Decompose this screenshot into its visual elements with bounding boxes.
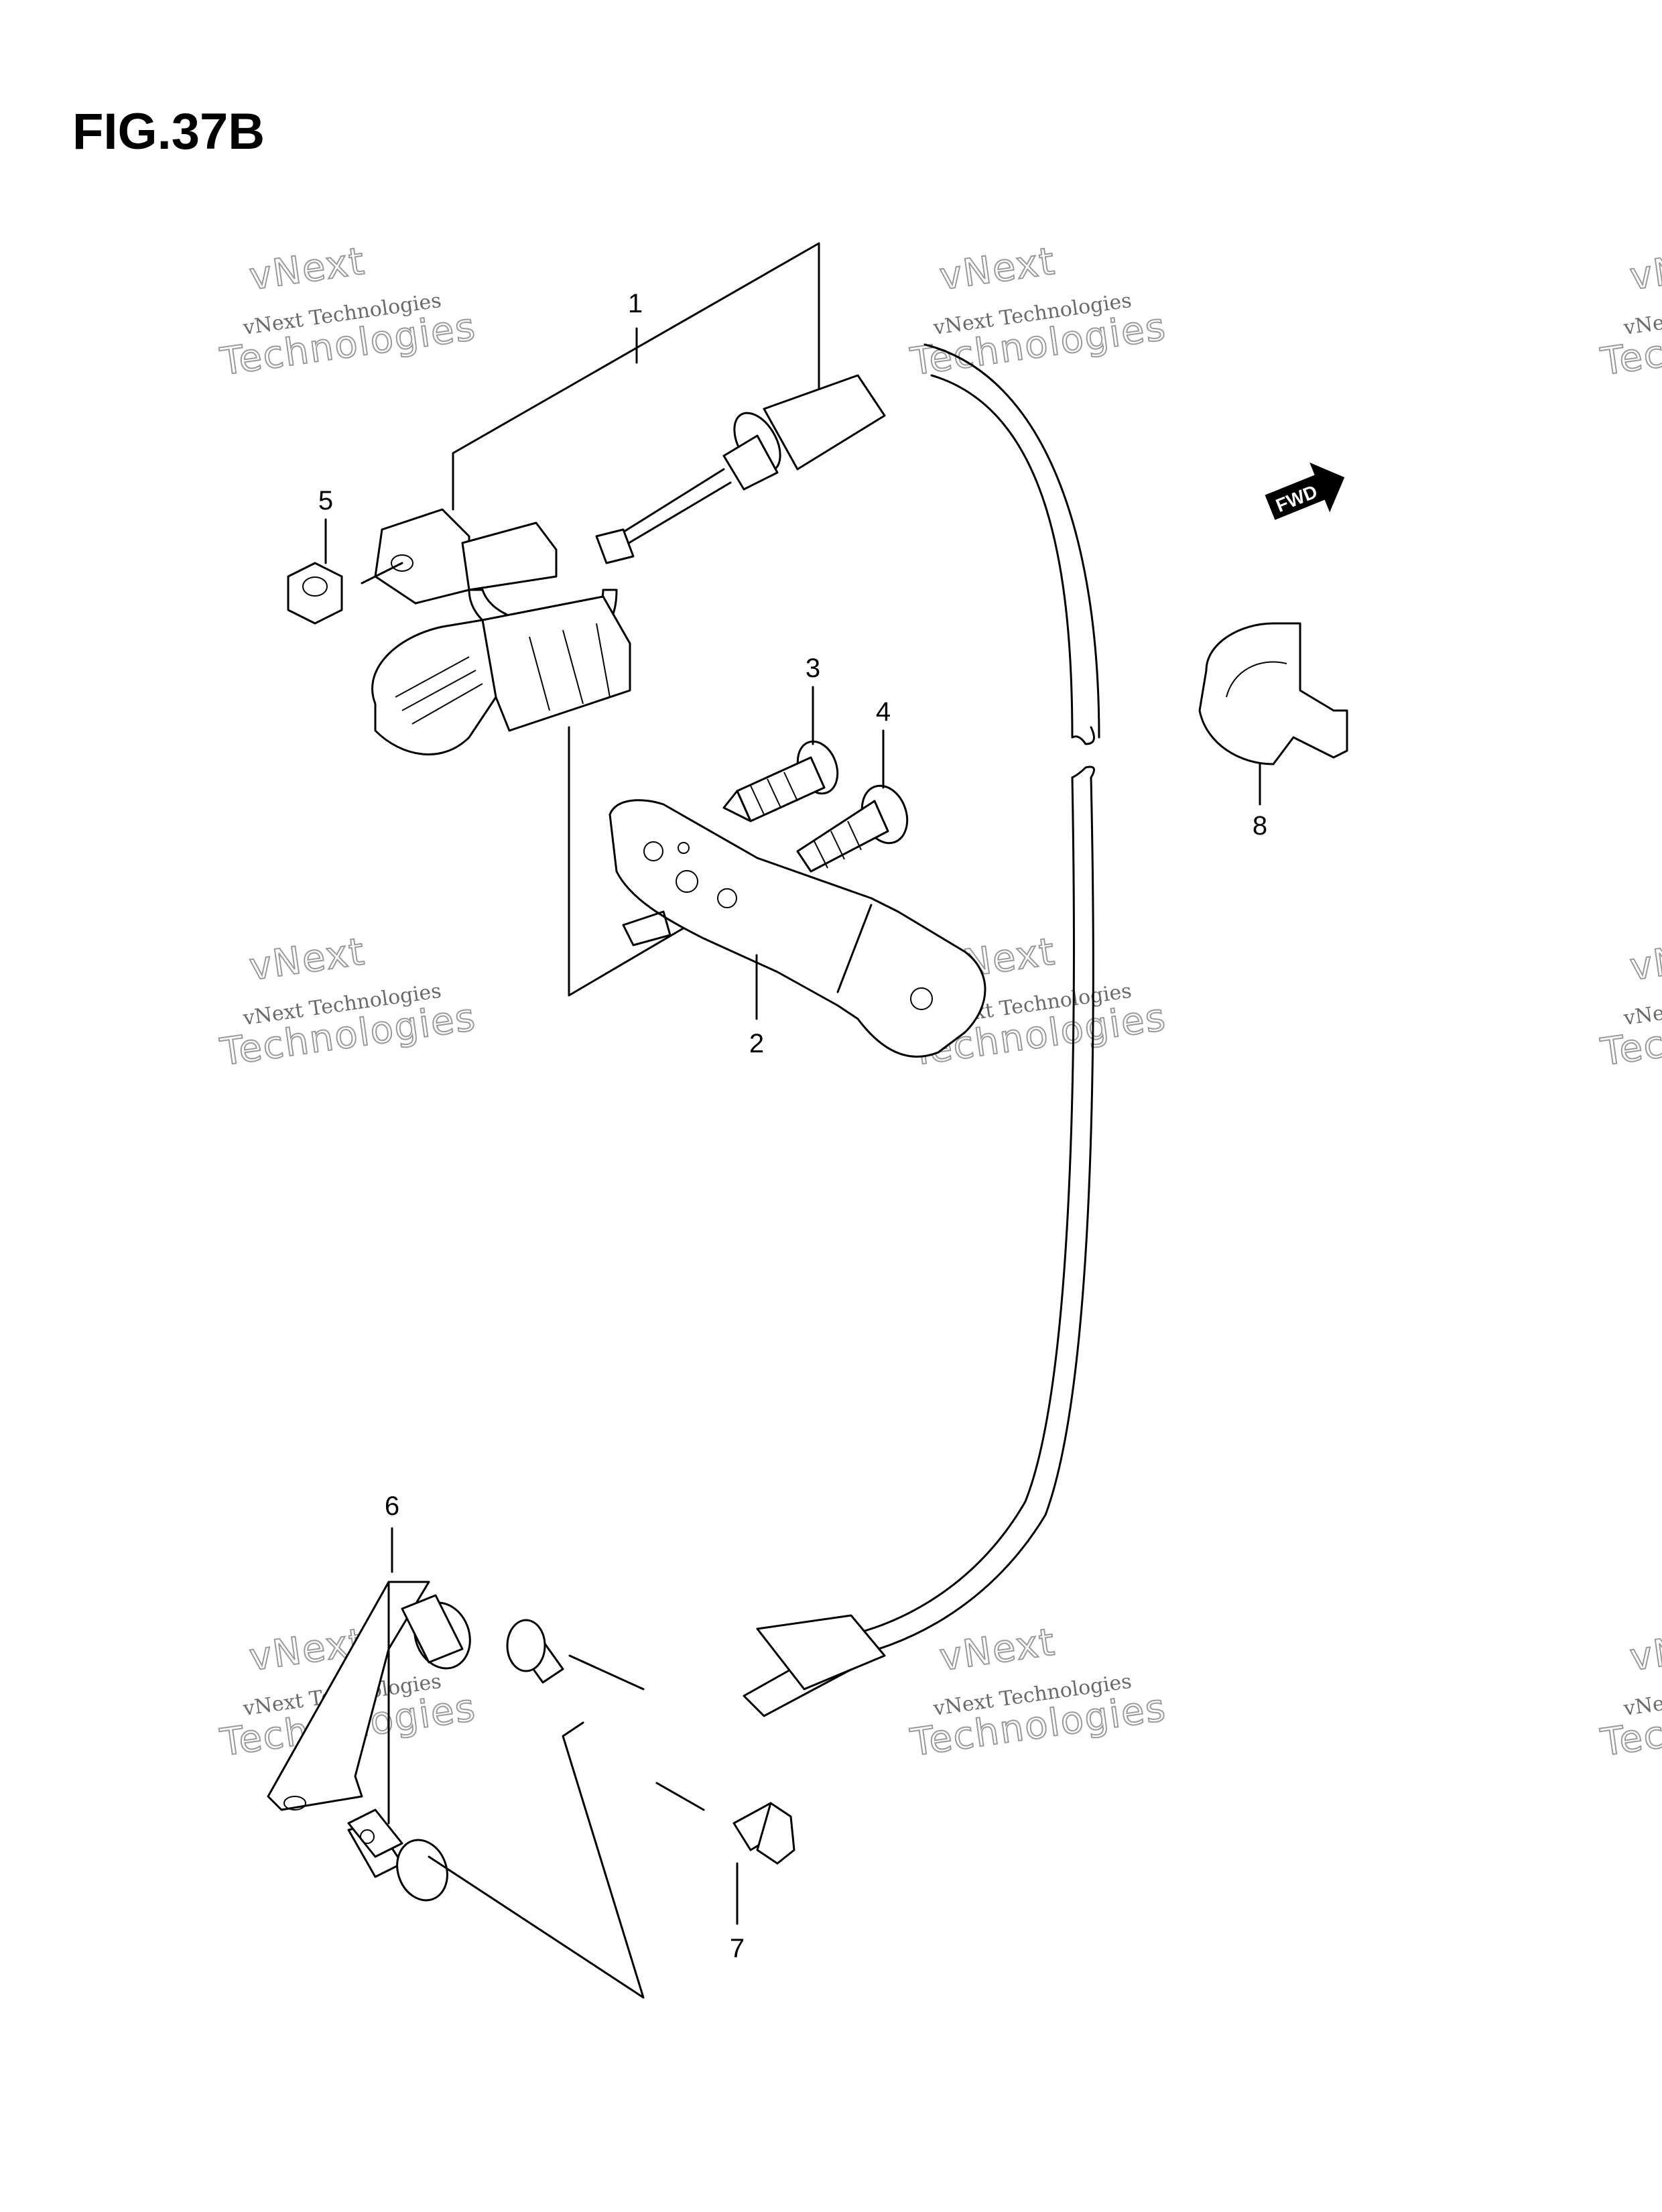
callout-4: 4 xyxy=(876,697,891,727)
part-2-bracket-plate xyxy=(609,799,986,1058)
watermark-vnext: vNext xyxy=(937,239,1058,299)
callout-7: 7 xyxy=(730,1934,745,1963)
part-6-bracket xyxy=(267,1581,471,1902)
part-5-nut xyxy=(287,562,403,625)
callouts: 1 2 3 4 5 6 7 8 xyxy=(318,289,1267,1963)
part-6-assembly-bracket xyxy=(428,1721,645,1999)
watermark-vnext: vNext xyxy=(937,1620,1058,1680)
watermark-vnext: vNext xyxy=(1627,1620,1662,1680)
part-3-tapping-screw xyxy=(722,740,839,822)
callout-2: 2 xyxy=(749,1029,764,1058)
part-8-clamp xyxy=(1198,622,1348,806)
watermark: vNext Technologies vNext Technologies xyxy=(1597,1619,1662,1766)
callout-3: 3 xyxy=(806,654,820,683)
watermark: vNext Technologies vNext Technologies xyxy=(907,1619,1169,1766)
watermark: vNext Technologies vNext Technologies xyxy=(1597,929,1662,1075)
watermark-vnext: vNext xyxy=(1627,930,1662,989)
callout-6: 6 xyxy=(385,1491,399,1521)
watermark-vnext: vNext xyxy=(247,239,368,299)
part-1-assembly-bracket xyxy=(452,242,820,997)
callout-1: 1 xyxy=(628,289,643,318)
watermark-vnext: vNext xyxy=(247,930,368,989)
callout-5: 5 xyxy=(318,486,333,515)
watermark: vNext Technologies vNext Technologies xyxy=(216,239,479,385)
part-1-control-cable xyxy=(371,343,1100,1717)
fwd-direction-badge: FWD xyxy=(1265,463,1345,520)
part-4-screw xyxy=(796,784,909,873)
watermark: vNext Technologies vNext Technologies xyxy=(1597,239,1662,385)
callout-8: 8 xyxy=(1253,811,1267,841)
part-7-bolt xyxy=(655,1782,795,1865)
watermark-vnext: vNext xyxy=(1627,239,1662,299)
figure-title: FIG.37B xyxy=(72,103,265,160)
watermark: vNext Technologies vNext Technologies xyxy=(216,929,479,1075)
watermark: vNext Technologies vNext Technologies xyxy=(907,239,1169,385)
